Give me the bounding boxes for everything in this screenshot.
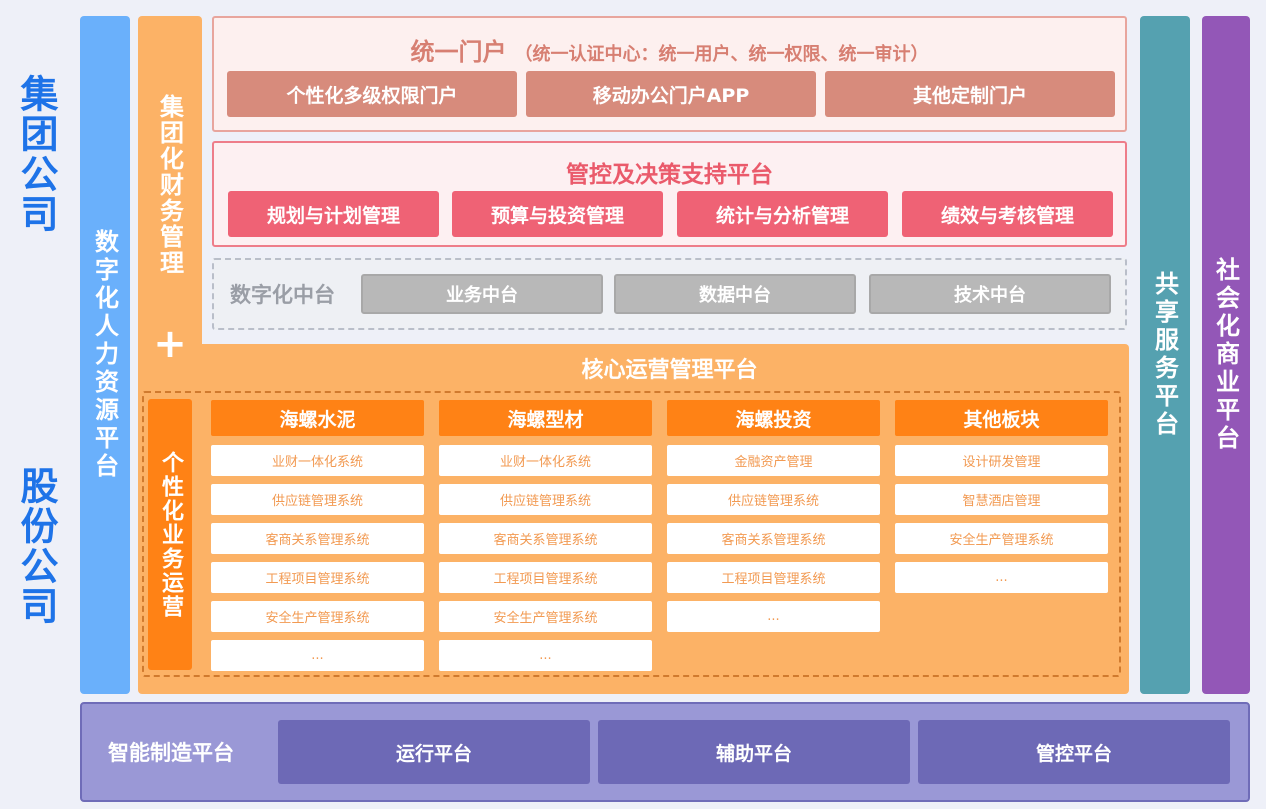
portal-title: 统一门户 （统一认证中心：统一用户、统一权限、统一审计）: [214, 32, 1125, 67]
manufacturing-title: 智能制造平台: [108, 741, 234, 765]
segment-item[interactable]: ...: [211, 640, 424, 671]
social-business-column[interactable]: 社会化商业平台: [1202, 16, 1250, 694]
plus-icon: +: [153, 321, 187, 367]
segment-item[interactable]: 安全生产管理系统: [211, 601, 424, 632]
portal-item-personal[interactable]: 个性化多级权限门户: [227, 71, 517, 117]
shares-company-label: 股份公司: [14, 466, 58, 626]
finance-management-label: 集团化财务管理: [155, 94, 184, 276]
control-item-performance[interactable]: 绩效与考核管理: [902, 191, 1113, 237]
finance-strip: [138, 16, 202, 352]
portal-item-other[interactable]: 其他定制门户: [825, 71, 1115, 117]
control-decision-panel: 管控及决策支持平台 规划与计划管理 预算与投资管理 统计与分析管理 绩效与考核管…: [212, 141, 1127, 247]
segment-item[interactable]: 工程项目管理系统: [211, 562, 424, 593]
control-item-planning[interactable]: 规划与计划管理: [228, 191, 439, 237]
segment-item[interactable]: ...: [439, 640, 652, 671]
portal-item-mobile[interactable]: 移动办公门户APP: [526, 71, 816, 117]
control-title: 管控及决策支持平台: [566, 162, 773, 188]
segment-item[interactable]: 供应链管理系统: [667, 484, 880, 515]
shared-service-column[interactable]: 共享服务平台: [1140, 16, 1190, 694]
manufacturing-panel: 智能制造平台 运行平台 辅助平台 管控平台: [80, 702, 1250, 802]
control-item-statistics[interactable]: 统计与分析管理: [677, 191, 888, 237]
segment-item[interactable]: 客商关系管理系统: [667, 523, 880, 554]
hr-platform-column[interactable]: 数字化人力资源平台: [80, 16, 130, 694]
portal-title-main: 统一门户: [410, 38, 507, 66]
segment-item[interactable]: 安全生产管理系统: [439, 601, 652, 632]
personalized-business-label: 个性化业务运营: [148, 399, 192, 670]
segment-header[interactable]: 海螺型材: [439, 400, 652, 436]
segment-item[interactable]: 设计研发管理: [895, 445, 1108, 476]
segment-item[interactable]: 智慧酒店管理: [895, 484, 1108, 515]
segment-header[interactable]: 其他板块: [895, 400, 1108, 436]
segment-header[interactable]: 海螺投资: [667, 400, 880, 436]
digital-item-tech[interactable]: 技术中台: [869, 274, 1111, 314]
group-company-label: 集团公司: [14, 74, 58, 234]
business-dashed-box: [142, 391, 1121, 677]
segment-item[interactable]: ...: [667, 601, 880, 632]
segment-item[interactable]: ...: [895, 562, 1108, 593]
mfg-item-auxiliary[interactable]: 辅助平台: [598, 720, 910, 784]
digital-title: 数字化中台: [230, 283, 335, 307]
segment-header[interactable]: 海螺水泥: [211, 400, 424, 436]
segment-item[interactable]: 工程项目管理系统: [439, 562, 652, 593]
control-item-budget[interactable]: 预算与投资管理: [452, 191, 663, 237]
segment-item[interactable]: 供应链管理系统: [439, 484, 652, 515]
digital-item-business[interactable]: 业务中台: [361, 274, 603, 314]
segment-item[interactable]: 业财一体化系统: [211, 445, 424, 476]
portal-subtitle: （统一认证中心：统一用户、统一权限、统一审计）: [514, 44, 929, 65]
segment-item[interactable]: 工程项目管理系统: [667, 562, 880, 593]
hr-platform-label: 数字化人力资源平台: [90, 229, 119, 481]
shared-service-label: 共享服务平台: [1150, 271, 1179, 439]
unified-portal-panel: 统一门户 （统一认证中心：统一用户、统一权限、统一审计） 个性化多级权限门户 移动…: [212, 16, 1127, 132]
segment-item[interactable]: 安全生产管理系统: [895, 523, 1108, 554]
social-business-label: 社会化商业平台: [1211, 257, 1240, 453]
segment-item[interactable]: 客商关系管理系统: [211, 523, 424, 554]
digital-middle-panel: 数字化中台 业务中台 数据中台 技术中台: [212, 258, 1127, 330]
segment-item[interactable]: 业财一体化系统: [439, 445, 652, 476]
segment-item[interactable]: 金融资产管理: [667, 445, 880, 476]
core-operations-title: 核心运营管理平台: [581, 358, 758, 383]
mfg-item-operation[interactable]: 运行平台: [278, 720, 590, 784]
mfg-item-control[interactable]: 管控平台: [918, 720, 1230, 784]
digital-item-data[interactable]: 数据中台: [614, 274, 856, 314]
segment-item[interactable]: 客商关系管理系统: [439, 523, 652, 554]
segment-item[interactable]: 供应链管理系统: [211, 484, 424, 515]
